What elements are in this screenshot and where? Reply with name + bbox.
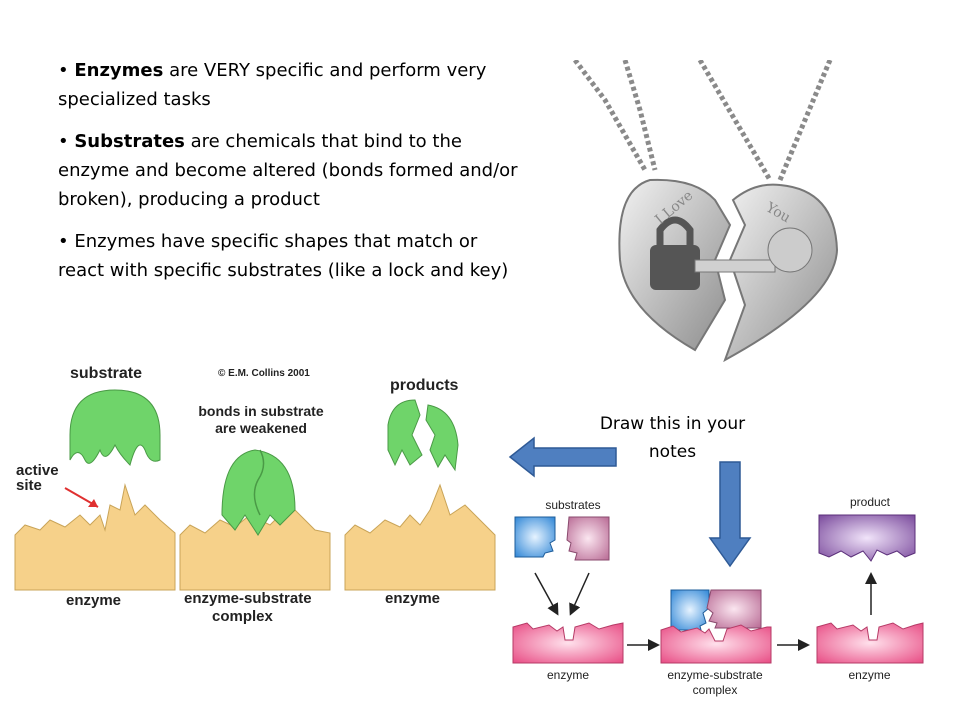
enzyme-shape-3	[344, 483, 496, 591]
lock-key-diagram-left	[14, 389, 496, 591]
enzyme-pink-1	[512, 622, 624, 664]
enzyme-shape-1	[14, 483, 176, 591]
label-active-site: active site	[16, 463, 59, 493]
complex-mauve-shape	[706, 589, 762, 629]
substrate-mauve-shape	[566, 516, 610, 561]
label-copyright: © E.M. Collins 2001	[218, 368, 310, 379]
label-bonds-line2: are weakened	[215, 420, 307, 436]
label-products: products	[390, 377, 459, 394]
bullet-enzymes-bold: Enzymes	[74, 60, 164, 81]
draw-this-note: Draw this in your notes	[599, 414, 746, 462]
label-substrates: substrates	[545, 498, 601, 512]
substrate-blue-shape	[514, 516, 556, 558]
bullet-shapes: • Enzymes have specific shapes that matc…	[58, 231, 509, 281]
heart-right-half	[723, 183, 839, 363]
enzyme-diagram-right	[512, 514, 924, 664]
label-enzyme-1: enzyme	[66, 592, 122, 609]
label-product: product	[849, 495, 891, 509]
bullet-list: • Enzymes are VERY specific and perform …	[58, 56, 518, 298]
complex-blue-shape	[670, 589, 710, 631]
substrate-shape	[69, 389, 161, 466]
complex-substrate-shape	[221, 449, 296, 536]
bullet-substrates-text: are chemicals that bind to the enzyme an…	[58, 131, 518, 210]
bullet-enzymes: • Enzymes are VERY specific and perform …	[58, 60, 487, 110]
arrow-down-icon	[708, 461, 752, 568]
enzyme-pink-2	[660, 624, 772, 664]
label-complex-line2: complex	[212, 608, 273, 625]
label-right-complex-line2: complex	[692, 683, 738, 697]
key-icon	[694, 259, 776, 273]
label-enzyme-2: enzyme	[385, 590, 441, 607]
bullet-substrates-bold: Substrates	[74, 131, 185, 152]
label-site: site	[16, 477, 42, 494]
product-purple-shape	[818, 514, 916, 562]
lock-key-pendant-image: I Love You	[573, 60, 839, 363]
enzyme-pink-3	[816, 622, 924, 664]
product-shape-2	[425, 404, 459, 472]
label-right-enzyme-2: enzyme	[848, 668, 891, 682]
label-right-complex: enzyme-substrate complex	[650, 668, 780, 698]
label-active: active	[16, 462, 59, 479]
label-bonds-line1: bonds in substrate	[198, 403, 324, 419]
label-right-complex-line1: enzyme-substrate	[667, 668, 763, 682]
arrow-left-icon	[508, 436, 617, 478]
product-shape-1	[387, 399, 423, 467]
bullet-substrates: • Substrates are chemicals that bind to …	[58, 131, 518, 210]
bullet-shapes-text: Enzymes have specific shapes that match …	[58, 231, 509, 281]
label-bonds-weakened: bonds in substrate are weakened	[192, 403, 330, 437]
bullet-enzymes-text: are VERY specific and perform very speci…	[58, 60, 487, 110]
label-substrate: substrate	[70, 365, 143, 382]
lock-icon	[650, 245, 700, 290]
chain-icon	[573, 60, 833, 182]
label-right-enzyme-1: enzyme	[546, 668, 590, 682]
label-complex-line1: enzyme-substrate	[184, 590, 312, 607]
